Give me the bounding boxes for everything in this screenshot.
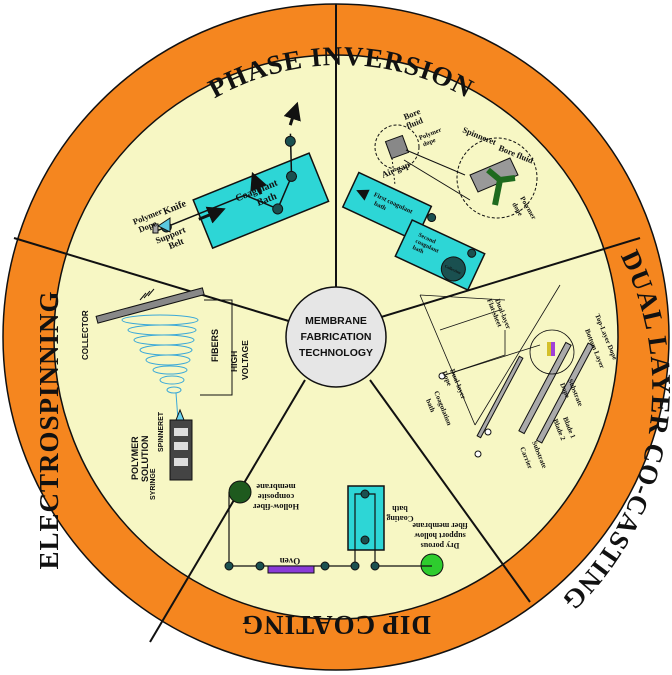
center-hub bbox=[285, 286, 387, 388]
hollow-fiber-label-2: composite bbox=[258, 492, 295, 502]
dope-zoom-circle bbox=[529, 329, 575, 375]
coating-bath-label: Coating bbox=[386, 514, 413, 523]
hollow-fiber-label-3: membrane bbox=[256, 482, 295, 492]
polymer-dope-small-label-2: dope bbox=[422, 137, 437, 149]
polymer-solution-label: POLYMER bbox=[130, 436, 140, 480]
spinneret-zoom-right bbox=[456, 137, 538, 219]
oven-label: Oven bbox=[280, 556, 301, 566]
dry-support-roll bbox=[420, 553, 444, 577]
electrospinning: COLLECTOR FIBERS HIGH VOLTAGE SPINNERET … bbox=[81, 287, 250, 500]
high-voltage-label: HIGH bbox=[229, 351, 239, 372]
dry-porous-label: Dry porous bbox=[421, 541, 460, 550]
carrier-rail-2 bbox=[535, 342, 595, 444]
center-title-line2: FABRICATION bbox=[301, 331, 372, 343]
collector-plate bbox=[95, 287, 205, 324]
high-voltage-label-2: VOLTAGE bbox=[240, 340, 250, 380]
spinneret-label-es: SPINNERET bbox=[158, 411, 165, 452]
spinneret-block bbox=[384, 134, 410, 160]
composite-membrane-roll bbox=[228, 480, 252, 504]
center-title-line3: TECHNOLOGY bbox=[299, 347, 373, 359]
phase-inversion-casting: Coagulant Bath Knife Support Belt Polyme… bbox=[131, 101, 330, 251]
second-bath-label-3: bath bbox=[411, 245, 425, 256]
dry-porous-label-3: fiber membrane bbox=[412, 521, 468, 530]
first-bath-label-2: bath bbox=[373, 200, 388, 212]
title-electrospinning: ELECTROSPINNING bbox=[34, 290, 64, 569]
title-dip-coating-text: DIP COATING bbox=[241, 610, 431, 640]
first-coagulant-bath bbox=[341, 171, 433, 242]
oven bbox=[267, 565, 315, 574]
syringe-label: SYRINGE bbox=[150, 468, 157, 500]
hollow-fiber-label: Hollow-fiber bbox=[253, 502, 299, 512]
center-title-line1: MEMBRANE bbox=[305, 315, 367, 327]
fiber-spiral bbox=[121, 314, 199, 394]
carrier-rail-1 bbox=[518, 341, 572, 435]
spinneret-zoom-left bbox=[374, 124, 420, 170]
sector-dividers bbox=[13, 4, 641, 643]
collection-drum bbox=[440, 256, 466, 282]
casting-knife bbox=[157, 217, 171, 233]
coating-bath-label-2: bath bbox=[392, 504, 408, 513]
dip-coating: Oven Hollow-fiber composite membrane Coa… bbox=[224, 480, 468, 577]
fibers-label: FIBERS bbox=[210, 329, 220, 362]
polymer-solution-label-2: SOLUTION bbox=[140, 436, 150, 483]
collector-label: COLLECTOR bbox=[81, 310, 90, 360]
dry-porous-label-2: support hollow bbox=[414, 531, 466, 540]
